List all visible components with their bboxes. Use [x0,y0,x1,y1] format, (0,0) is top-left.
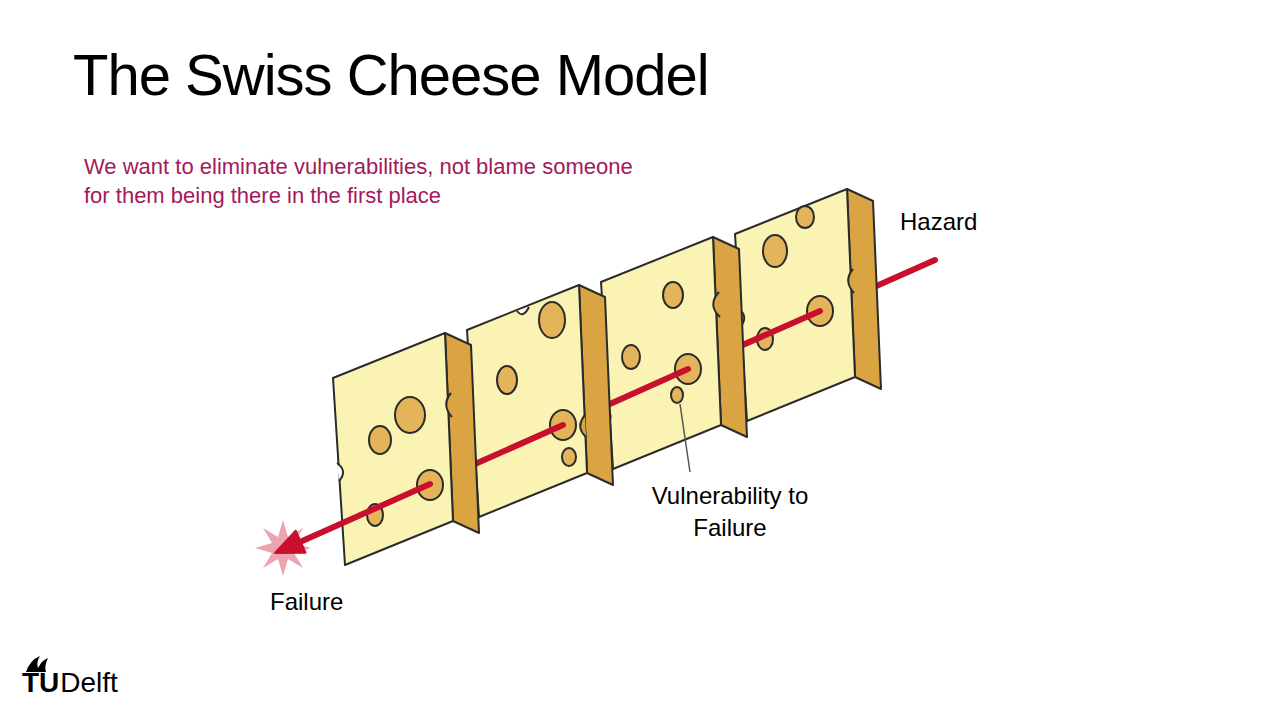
cheese-stack [300,189,935,565]
cheese-slice [735,189,881,421]
failure-burst [255,520,311,576]
hazard-arrow [300,484,430,542]
leader-line [680,404,690,472]
hazard-label: Hazard [900,208,977,237]
cheese-slice [467,285,613,517]
logo-text: TU [22,668,59,699]
subtitle-note: We want to eliminate vulnerabilities, no… [84,153,664,210]
arrow-head [275,531,306,553]
cheese-slice [333,333,479,565]
cheese-slice [601,237,747,469]
vulnerability-label: Vulnerability to Failure [640,480,820,545]
failure-label: Failure [270,588,343,617]
logo-text: Delft [60,668,118,699]
slide-title: The Swiss Cheese Model [73,40,709,110]
